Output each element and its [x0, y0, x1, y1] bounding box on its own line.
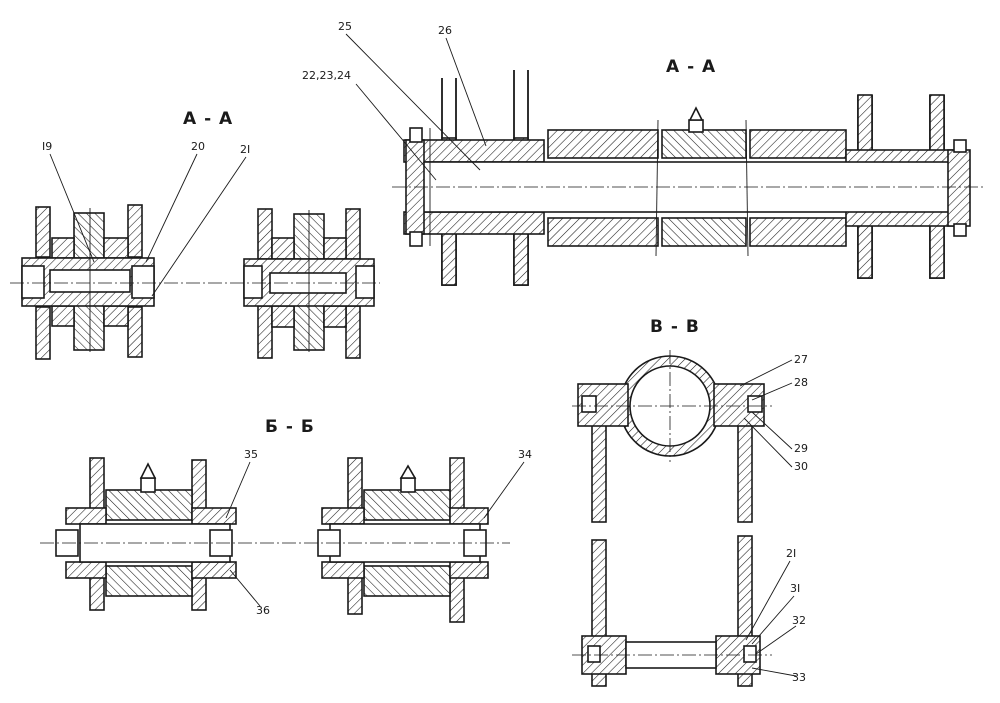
section-title-aa-large: А - А — [666, 57, 716, 77]
callout-26: 26 — [438, 24, 452, 37]
section-vv: В - В 27 28 29 30 2I 3I 32 33 — [572, 317, 808, 687]
callout-22-23-24: 22,23,24 — [302, 69, 351, 82]
assembly-aa-right — [243, 208, 375, 359]
callout-30: 30 — [794, 460, 808, 473]
section-bb: Б - Б — [40, 417, 532, 623]
section-title-vv: В - В — [650, 317, 700, 337]
callout-34: 34 — [518, 448, 532, 461]
callout-28: 28 — [794, 376, 808, 389]
assembly-aa-left — [21, 204, 155, 360]
callout-29: 29 — [794, 442, 808, 455]
callout-35: 35 — [244, 448, 258, 461]
section-aa-large: А - А — [302, 20, 984, 286]
section-aa-small: А - А — [10, 109, 380, 360]
callout-33: 33 — [792, 671, 806, 684]
section-title-bb: Б - Б — [265, 417, 315, 437]
callout-21-bottom: 2I — [786, 547, 796, 560]
callout-21-top: 2I — [240, 143, 250, 156]
assembly-bb-left — [55, 457, 237, 611]
callout-19: I9 — [42, 140, 52, 153]
callout-36: 36 — [256, 604, 270, 617]
callout-31: 3I — [790, 582, 800, 595]
callout-27: 27 — [794, 353, 808, 366]
callout-20: 20 — [191, 140, 205, 153]
callout-25: 25 — [338, 20, 352, 33]
section-title-aa-small: А - А — [183, 109, 233, 129]
callout-32: 32 — [792, 614, 806, 627]
assembly-bb-right — [317, 457, 489, 623]
